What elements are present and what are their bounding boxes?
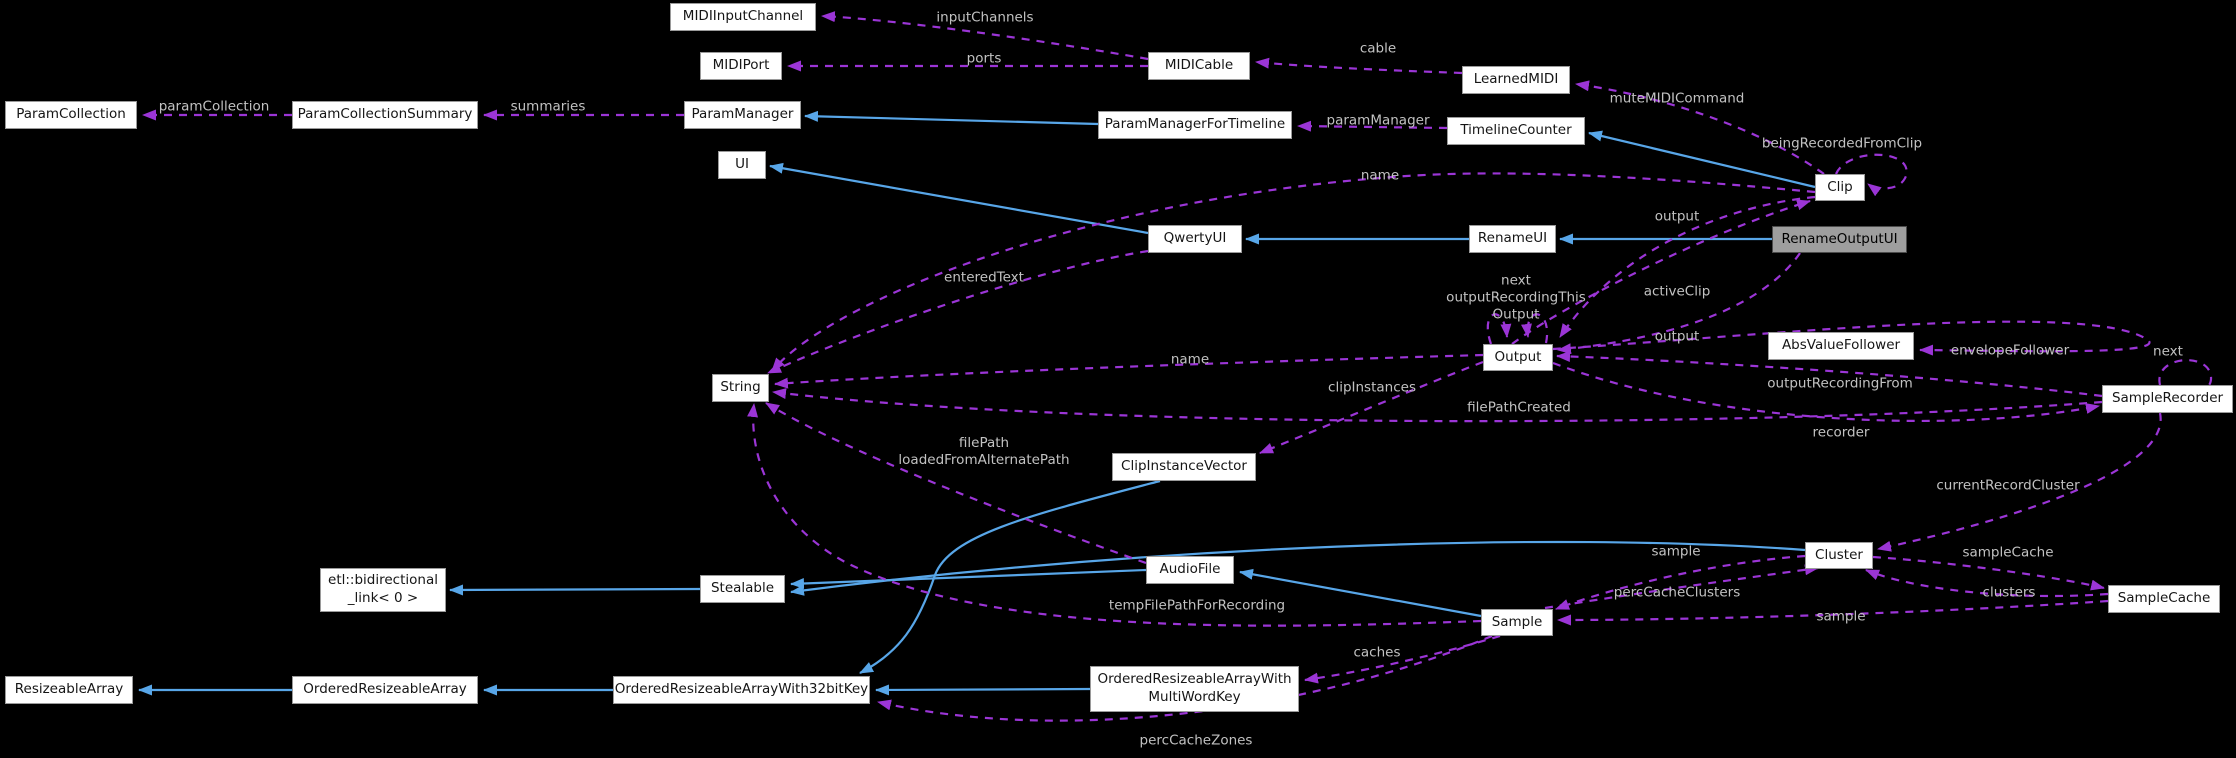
edge-label-caches: caches <box>1353 644 1401 661</box>
node-cluster[interactable]: Cluster <box>1805 542 1873 569</box>
edge-output-selfloop-b <box>1521 313 1549 344</box>
node-ui[interactable]: UI <box>718 151 766 179</box>
edge-label-perc-cache-zones: percCacheZones <box>1139 732 1253 749</box>
node-timeline-counter[interactable]: TimelineCounter <box>1447 117 1585 145</box>
edge-label-active-clip: activeClip <box>1643 283 1711 300</box>
edge-sample-multiword <box>1304 634 1501 684</box>
edge-label-file-path-created: filePathCreated <box>1467 399 1571 416</box>
edge-label-name-clip: name <box>1360 167 1400 184</box>
node-output[interactable]: Output <box>1483 344 1553 371</box>
edge-cluster-sample <box>1555 554 1806 611</box>
node-sample-recorder[interactable]: SampleRecorder <box>2102 385 2233 413</box>
edge-pmft-parammanager <box>804 110 1099 126</box>
node-param-collection-summary[interactable]: ParamCollectionSummary <box>292 101 478 129</box>
edge-label-clip-instances: clipInstances <box>1328 379 1416 396</box>
edge-label-being-recorded-from-clip: beingRecordedFromClip <box>1761 135 1923 152</box>
edge-sample-string <box>747 403 1482 627</box>
edge-stealable-etllink <box>449 584 701 596</box>
edge-label-output-recording-from: outputRecordingFrom <box>1767 375 1913 392</box>
edge-output-absvaluefollower <box>1552 320 2151 356</box>
edge-label-clusters: clusters <box>1982 584 2036 601</box>
node-abs-value-follower[interactable]: AbsValueFollower <box>1768 332 1914 360</box>
edge-output-selfloop-a <box>1486 313 1512 345</box>
node-midi-cable[interactable]: MIDICable <box>1148 52 1250 80</box>
node-rename-ui[interactable]: RenameUI <box>1469 225 1556 253</box>
node-rename-output-ui[interactable]: RenameOutputUI <box>1772 226 1907 253</box>
edge-samplecache-cluster <box>1865 568 2109 598</box>
edge-label-sample-from-cache: sample <box>1816 608 1866 625</box>
node-learned-midi[interactable]: LearnedMIDI <box>1462 66 1570 94</box>
edge-sample-audiofile <box>1239 568 1482 618</box>
edge-clip-output <box>1559 195 1816 338</box>
edge-output-string-name <box>774 353 1484 389</box>
node-midi-input-channel[interactable]: MIDIInputChannel <box>670 3 816 31</box>
node-clip[interactable]: Clip <box>1815 174 1865 201</box>
edge-label-current-record-cluster: currentRecordCluster <box>1936 477 2080 494</box>
edge-label-name-output: name <box>1170 351 1210 368</box>
edge-label-output-clip: output <box>1654 208 1700 225</box>
edge-label-input-channels: inputChannels <box>936 9 1034 26</box>
edge-label-ports: ports <box>966 50 1002 67</box>
edge-label-sample-cluster: sample <box>1651 543 1701 560</box>
usage-edges <box>142 11 2213 722</box>
node-sample-cache[interactable]: SampleCache <box>2108 585 2220 613</box>
edge-label-envelope-follower: envelopeFollower <box>1950 342 2070 359</box>
edge-clipinstancevector-32bit <box>859 479 1161 674</box>
edge-timelinecounter-pmft <box>1297 120 1448 132</box>
node-param-manager[interactable]: ParamManager <box>684 101 801 129</box>
edge-label-param-manager: paramManager <box>1326 112 1430 129</box>
edge-audiofile-stealable <box>790 568 1147 589</box>
inheritance-edges <box>138 110 1816 696</box>
node-audio-file[interactable]: AudioFile <box>1146 556 1234 584</box>
edge-label-file-path: filePath loadedFromAlternatePath <box>898 435 1070 468</box>
node-param-collection[interactable]: ParamCollection <box>5 101 137 129</box>
node-param-manager-for-timeline[interactable]: ParamManagerForTimeline <box>1098 111 1292 139</box>
edge-qwertyui-ui <box>769 162 1149 235</box>
edge-cluster-samplecache <box>1872 555 2105 591</box>
edge-label-perc-cache-clusters: percCacheClusters <box>1613 584 1741 601</box>
node-sample[interactable]: Sample <box>1481 609 1553 636</box>
edge-label-sample-cache-ref: sampleCache <box>1962 544 2054 561</box>
node-ordered-resizeable-array-32bit[interactable]: OrderedResizeableArrayWith32bitKey <box>613 676 870 704</box>
node-stealable[interactable]: Stealable <box>700 575 785 603</box>
edge-label-temp-file-path: tempFilePathForRecording <box>1108 597 1286 614</box>
edge-label-next-recorder: next <box>2153 343 2183 360</box>
edge-clip-learnedmidi <box>1575 80 1825 175</box>
edge-sample-cluster <box>1544 564 1819 610</box>
edge-label-cable: cable <box>1359 40 1397 57</box>
edge-sample-32bit <box>877 634 1493 722</box>
edge-clip-timelinecounter <box>1588 130 1816 189</box>
edge-output-clipinstancevector <box>1259 360 1484 455</box>
edge-multiword-32bit <box>875 684 1091 696</box>
edge-label-summaries: summaries <box>510 98 586 115</box>
edge-label-param-collection: paramCollection <box>158 98 270 115</box>
node-midi-port[interactable]: MIDIPort <box>700 52 782 80</box>
node-ordered-resizeable-array-multiword[interactable]: OrderedResizeableArrayWith MultiWordKey <box>1090 666 1299 712</box>
edge-recorder-output <box>1556 350 2103 398</box>
edge-output-recorder <box>1552 361 2100 422</box>
edge-samplecache-sample <box>1557 599 2109 626</box>
edge-recorder-cluster <box>1877 412 2162 552</box>
edge-audiofile-string <box>765 402 1147 565</box>
node-qwerty-ui[interactable]: QwertyUI <box>1148 225 1242 253</box>
node-etl-bidirectional-link[interactable]: etl::bidirectional _link< 0 > <box>320 568 446 612</box>
edge-recorder-string <box>772 388 2103 423</box>
node-string[interactable]: String <box>712 374 769 402</box>
edge-learnedmidi-cable <box>1255 57 1463 75</box>
edge-label-output-rename: output <box>1654 328 1700 345</box>
edge-cluster-stealable <box>790 540 1806 596</box>
edge-qwertyui-string <box>767 249 1149 375</box>
edge-renameoutputui-output <box>1557 252 1801 355</box>
edge-label-mute-midi-command: muteMIDICommand <box>1609 90 1745 107</box>
node-resizeable-array[interactable]: ResizeableArray <box>5 676 133 704</box>
edge-label-recorder: recorder <box>1812 424 1870 441</box>
node-ordered-resizeable-array[interactable]: OrderedResizeableArray <box>292 676 478 704</box>
node-clip-instance-vector[interactable]: ClipInstanceVector <box>1112 453 1256 481</box>
edge-label-entered-text: enteredText <box>944 269 1024 286</box>
edge-label-next-output-recording: next outputRecordingThis Output <box>1446 272 1586 323</box>
edge-clip-string-name <box>771 172 1816 372</box>
